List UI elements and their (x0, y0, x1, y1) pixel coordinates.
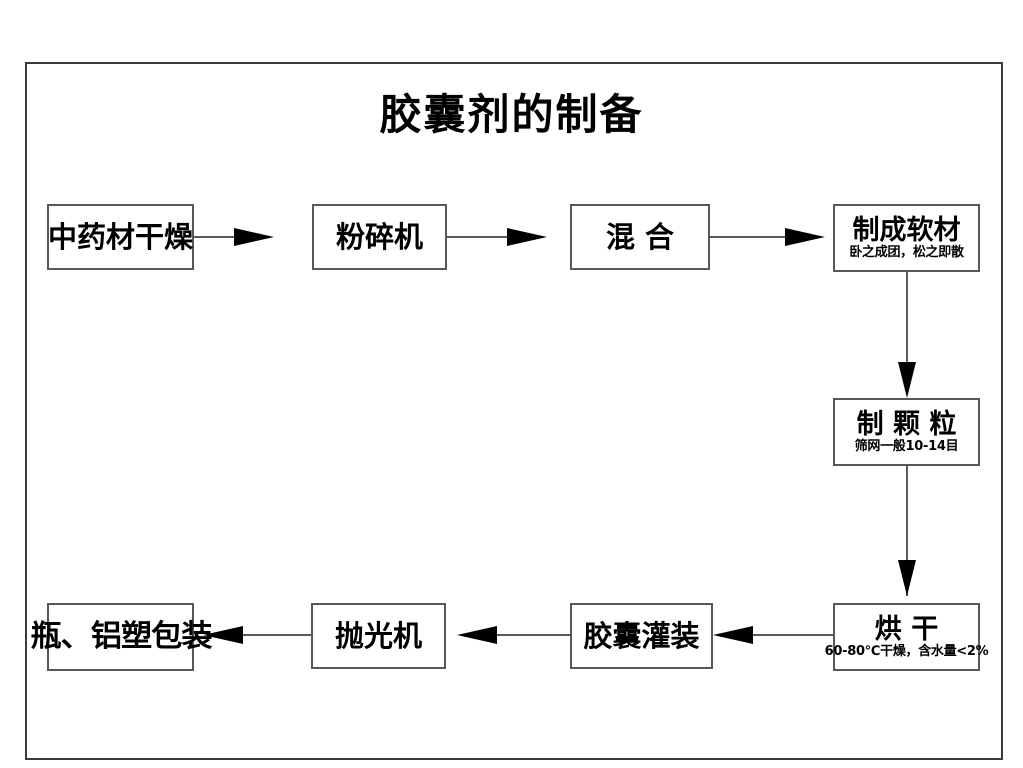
edge-line-oven-drying-capsule-filling (753, 634, 833, 636)
node-granulation-label: 制 颗 粒 (856, 408, 957, 440)
node-packaging-label: 瓶、铝塑包装 (30, 619, 212, 655)
edge-line-capsule-filling-polisher (497, 634, 570, 636)
node-packaging[interactable]: 瓶、铝塑包装 (30, 603, 212, 671)
arrow-right-icon-pulverizer-mixing (507, 228, 547, 246)
node-polisher-label: 抛光机 (334, 618, 422, 653)
arrow-left-icon-polisher-packaging (203, 626, 243, 644)
node-soft-material[interactable]: 制成软材 卧之成团，松之即散 (833, 204, 980, 272)
arrow-left-icon-oven-drying-capsule-filling (713, 626, 753, 644)
arrow-down-icon-soft-material-granulation (898, 362, 916, 398)
node-capsule-filling-label: 胶囊灌装 (583, 618, 700, 653)
node-oven-drying-sublabel: 60-80℃干燥，含水量<2% (824, 643, 989, 659)
node-granulation[interactable]: 制 颗 粒 筛网一般10-14目 (833, 398, 980, 466)
node-pulverizer[interactable]: 粉碎机 (312, 204, 447, 270)
node-oven-drying[interactable]: 烘 干 60-80℃干燥，含水量<2% (825, 603, 989, 671)
node-polisher[interactable]: 抛光机 (311, 603, 446, 669)
arrow-right-icon-mixing-soft-material (785, 228, 825, 246)
edge-line-pulverizer-mixing (447, 236, 507, 238)
page-title: 胶囊剂的制备 (379, 90, 644, 139)
node-soft-material-sublabel: 卧之成团，松之即散 (849, 244, 964, 260)
node-oven-drying-label: 烘 干 (874, 613, 939, 645)
edge-line-polisher-packaging (243, 634, 311, 636)
node-soft-material-label: 制成软材 (852, 214, 961, 246)
node-granulation-sublabel: 筛网一般10-14目 (854, 438, 959, 454)
arrow-right-icon-dry-herbs-pulverizer (234, 228, 274, 246)
node-mixing-label: 混 合 (605, 219, 675, 254)
node-dry-herbs-label: 中药材干燥 (48, 219, 194, 254)
node-pulverizer-label: 粉碎机 (335, 219, 423, 254)
arrow-down-icon-granulation-oven-drying (898, 560, 916, 596)
arrow-left-icon-capsule-filling-polisher (457, 626, 497, 644)
edge-line-granulation-oven-drying (906, 466, 908, 596)
node-mixing[interactable]: 混 合 (570, 204, 710, 270)
node-dry-herbs[interactable]: 中药材干燥 (47, 204, 194, 270)
edge-line-mixing-soft-material (710, 236, 785, 238)
node-capsule-filling[interactable]: 胶囊灌装 (570, 603, 713, 669)
edge-line-dry-herbs-pulverizer (194, 236, 234, 238)
edge-line-soft-material-granulation (906, 272, 908, 368)
